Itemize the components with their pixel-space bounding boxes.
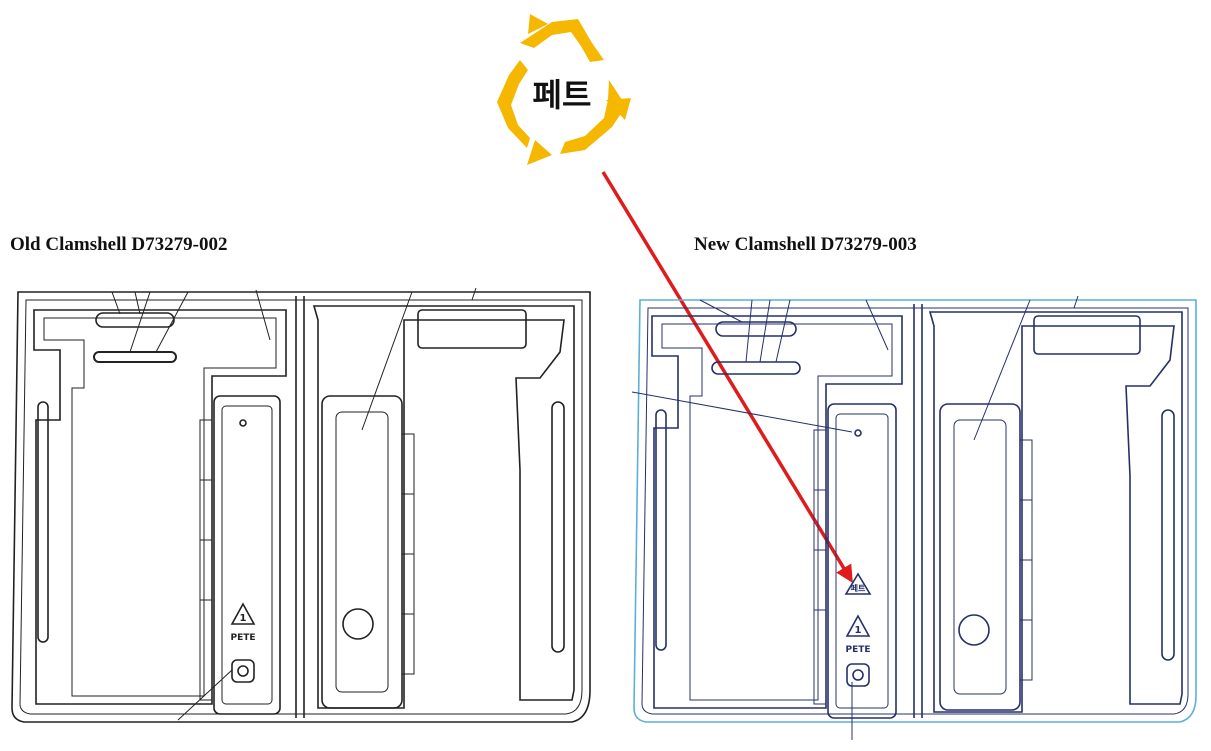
old-outer-outline (11, 291, 591, 723)
recycle-triangle-icon (497, 14, 631, 165)
old-left-cavity (33, 309, 287, 715)
new-korean-mark-label: 페트 (851, 583, 866, 593)
new-recycle-marks: 페트 1 PETE (844, 572, 872, 687)
old-pete-label: PETE (230, 633, 255, 643)
new-pete-recycle-icon (845, 614, 871, 637)
pointer-arrow (601, 171, 853, 583)
korean-recycle-label: 페트 (533, 76, 592, 114)
new-clamshell-drawing (631, 295, 1197, 740)
new-pete-label: PETE (845, 645, 870, 655)
new-right-cavity (928, 295, 1183, 713)
old-resin-number: 1 (240, 613, 247, 624)
old-pete-recycle-icon (230, 602, 256, 625)
old-right-cavity (312, 287, 575, 709)
new-code-strip-bottom (711, 361, 801, 375)
new-clamshell-title: New Clamshell D73279-003 (694, 234, 917, 255)
new-inner-outline (641, 307, 1189, 715)
old-code-strip-bottom (93, 351, 177, 363)
new-left-cavity (651, 315, 903, 719)
korean-recycle-symbol: 페트 (497, 14, 631, 165)
old-inner-outline (19, 299, 583, 715)
new-resin-number: 1 (855, 625, 862, 636)
old-clamshell-title: Old Clamshell D73279-002 (10, 234, 228, 255)
new-code-strip-top (715, 321, 797, 337)
old-clamshell-drawing (11, 287, 591, 723)
old-code-strip-top (95, 312, 175, 328)
old-secondary-recycle-icon (231, 659, 255, 683)
old-recycle-marks: 1 PETE (230, 602, 256, 683)
new-korean-recycle-icon (844, 572, 872, 595)
new-outer-border (633, 299, 1197, 723)
new-secondary-recycle-icon (846, 663, 870, 687)
